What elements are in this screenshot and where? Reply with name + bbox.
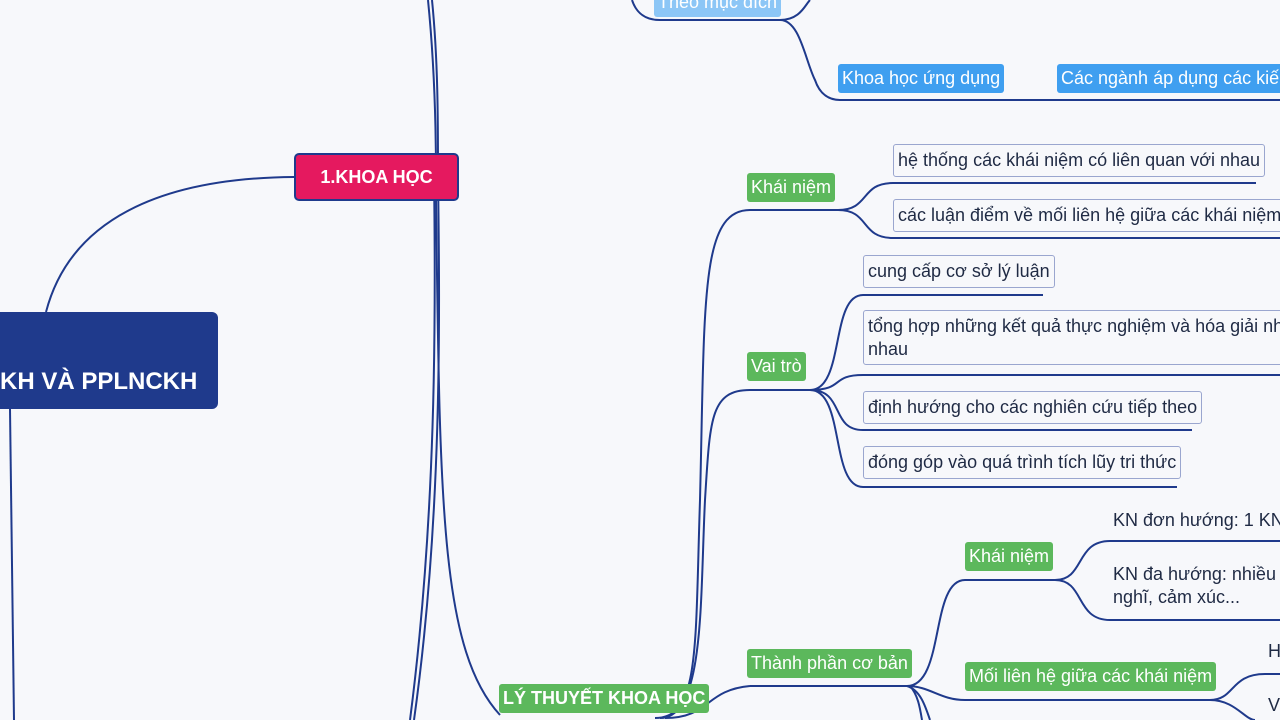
node-thanh-phan-co-ban-label: Thành phần cơ bản (751, 653, 908, 673)
node-cac-nganh-ap-dung[interactable]: Các ngành áp dụng các kiến (1057, 64, 1280, 93)
node-cac-nganh-ap-dung-label: Các ngành áp dụng các kiến (1061, 68, 1280, 88)
node-kn-don-huong[interactable]: KN đơn hướng: 1 KN c (1113, 509, 1280, 532)
node-vai-tro[interactable]: Vai trò (747, 352, 806, 381)
node-theo-muc-dich[interactable]: Theo mục đích (654, 0, 782, 17)
node-khai-niem-item-2-label: các luận điểm về mối liên hệ giữa các kh… (898, 205, 1280, 225)
node-khai-niem[interactable]: Khái niệm (747, 173, 836, 202)
node-vai-tro-item-3[interactable]: định hướng cho các nghiên cứu tiếp theo (863, 391, 1203, 424)
node-vai-tro-item-2-line-1: tổng hợp những kết quả thực nghiệm và hó… (868, 316, 1280, 336)
node-ly-thuyet-khoa-hoc[interactable]: LÝ THUYẾT KHOA HỌC (499, 684, 710, 713)
node-khai-niem-item-1[interactable]: hệ thống các khái niệm có liên quan với … (893, 144, 1266, 177)
node-tp-khai-niem[interactable]: Khái niệm (965, 542, 1054, 571)
node-moi-lien-he-item-2-label: V (1268, 695, 1280, 715)
node-vai-tro-item-4-label: đóng góp vào quá trình tích lũy tri thức (868, 452, 1177, 472)
node-kn-don-huong-label: KN đơn hướng: 1 KN c (1113, 510, 1280, 530)
node-kn-da-huong-line-1: KN đa hướng: nhiều K (1113, 564, 1280, 584)
node-vai-tro-label: Vai trò (751, 356, 802, 376)
node-thanh-phan-co-ban[interactable]: Thành phần cơ bản (747, 649, 912, 678)
node-moi-lien-he-item-1-label: H (1268, 641, 1280, 661)
node-moi-lien-he-label: Mối liên hệ giữa các khái niệm (969, 666, 1213, 686)
node-khoa-hoc-ung-dung-label: Khoa học ứng dụng (842, 68, 1001, 88)
node-vai-tro-item-3-label: định hướng cho các nghiên cứu tiếp theo (868, 397, 1198, 417)
node-vai-tro-item-4[interactable]: đóng góp vào quá trình tích lũy tri thức (863, 446, 1182, 479)
node-theo-muc-dich-label: Theo mục đích (658, 0, 778, 12)
node-khai-niem-item-2[interactable]: các luận điểm về mối liên hệ giữa các kh… (893, 199, 1280, 232)
node-moi-lien-he[interactable]: Mối liên hệ giữa các khái niệm (965, 662, 1217, 691)
node-ly-thuyet-khoa-hoc-label: LÝ THUYẾT KHOA HỌC (503, 688, 706, 708)
node-vai-tro-item-2[interactable]: tổng hợp những kết quả thực nghiệm và hó… (863, 310, 1280, 365)
node-khai-niem-label: Khái niệm (751, 177, 832, 197)
node-moi-lien-he-item-1[interactable]: H (1268, 640, 1280, 663)
node-vai-tro-item-2-line-2: nhau (868, 338, 909, 359)
node-khoa-hoc-ung-dung[interactable]: Khoa học ứng dụng (838, 64, 1005, 93)
root-topic[interactable]: KH VÀ PPLNCKH (0, 312, 218, 409)
node-vai-tro-item-1[interactable]: cung cấp cơ sở lý luận (863, 255, 1055, 288)
node-tp-khai-niem-label: Khái niệm (969, 546, 1050, 566)
topic-khoa-hoc-label: 1.KHOA HỌC (320, 166, 433, 187)
node-kn-da-huong-line-2: nghĩ, cảm xúc... (1113, 586, 1241, 607)
node-moi-lien-he-item-2[interactable]: V (1268, 694, 1280, 717)
topic-khoa-hoc[interactable]: 1.KHOA HỌC (294, 153, 459, 201)
node-khai-niem-item-1-label: hệ thống các khái niệm có liên quan với … (898, 150, 1261, 170)
root-topic-label: KH VÀ PPLNCKH (0, 368, 198, 395)
node-vai-tro-item-1-label: cung cấp cơ sở lý luận (868, 261, 1050, 281)
